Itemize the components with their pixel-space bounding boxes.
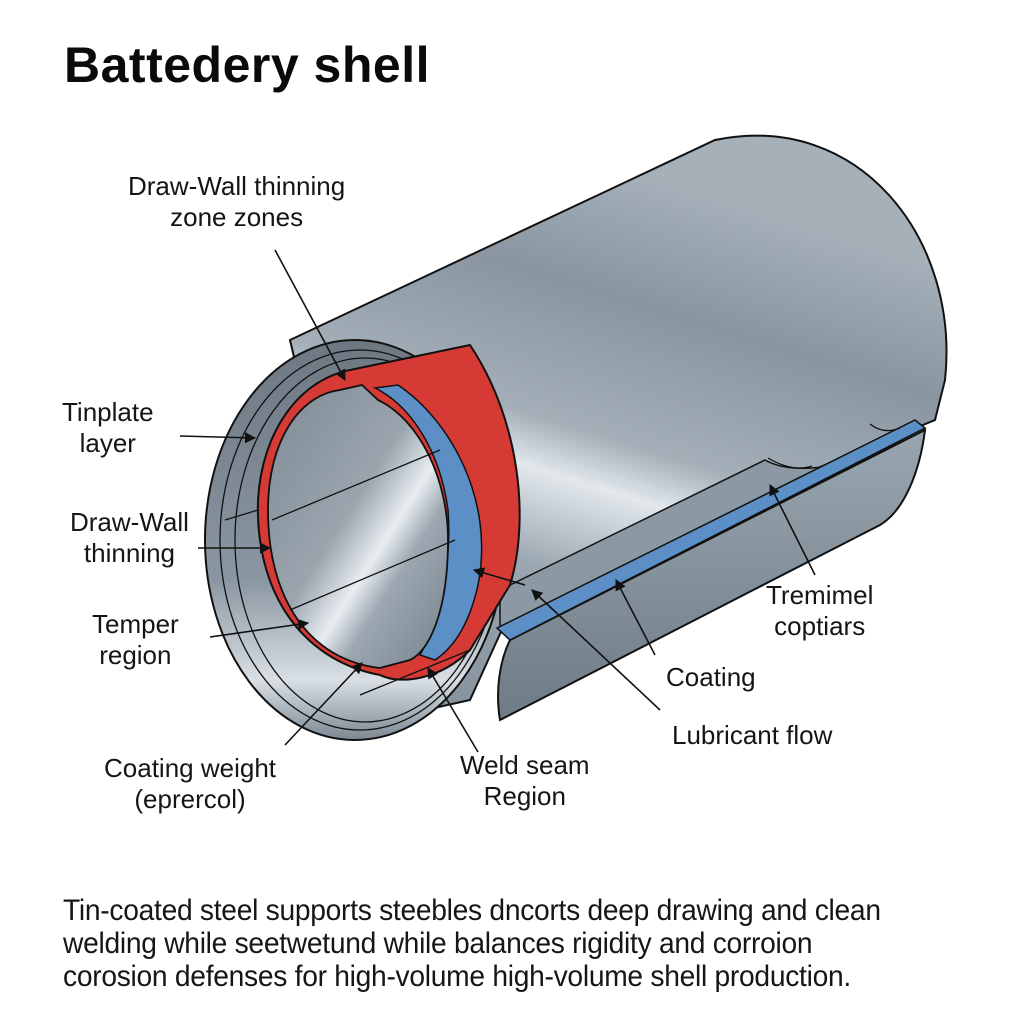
label-text: Coating xyxy=(666,662,756,692)
label-weld-seam-region: Weld seam Region xyxy=(460,750,590,812)
caption-text: Tin-coated steel supports steebles dncor… xyxy=(63,894,881,993)
leader-coating xyxy=(615,579,656,656)
label-coating: Coating xyxy=(666,662,756,693)
diagram-title: Battedery shell xyxy=(64,37,430,93)
leader-lubricant xyxy=(531,589,661,711)
leader-weld-seam xyxy=(427,667,479,753)
leader-temper xyxy=(209,618,310,638)
label-text: Coating weight (eprercol) xyxy=(104,753,276,814)
label-text: Temper region xyxy=(92,609,179,670)
trough-curve-1 xyxy=(767,457,813,469)
leader-tremimel xyxy=(769,483,816,576)
cylinder-lower-wall xyxy=(497,428,927,722)
leader-coating-weight xyxy=(284,662,363,746)
leader-lubricant-2 xyxy=(472,567,526,586)
label-text: Draw-Wall thinning xyxy=(70,507,189,568)
label-text: Weld seam Region xyxy=(460,750,590,811)
bore-line-3 xyxy=(224,509,259,521)
inner-bore xyxy=(267,384,449,669)
bore-line-4 xyxy=(359,649,471,696)
trough-curve-2 xyxy=(869,423,901,432)
label-text: Draw-Wall thinning zone zones xyxy=(128,171,346,232)
label-text: Tinplate layer xyxy=(62,397,154,458)
label-text: Lubricant flow xyxy=(672,720,833,750)
blue-layer-band xyxy=(372,384,483,661)
label-tinplate-layer: Tinplate layer xyxy=(62,397,154,459)
label-lubricant-flow: Lubricant flow xyxy=(672,720,832,751)
bore-line-2 xyxy=(289,539,456,611)
leader-draw-wall-zones xyxy=(274,249,346,381)
label-draw-wall-thinning-zones: Draw-Wall thinning zone zones xyxy=(128,171,345,233)
label-draw-wall-thinning: Draw-Wall thinning xyxy=(70,507,189,569)
leader-tinplate xyxy=(179,432,257,444)
label-tremimel-coptiars: Tremimel coptiars xyxy=(766,580,873,642)
label-temper-region: Temper region xyxy=(92,609,179,671)
bore-line-1 xyxy=(271,449,441,521)
label-text: Tremimel coptiars xyxy=(766,580,874,641)
label-coating-weight: Coating weight (eprercol) xyxy=(104,753,276,815)
